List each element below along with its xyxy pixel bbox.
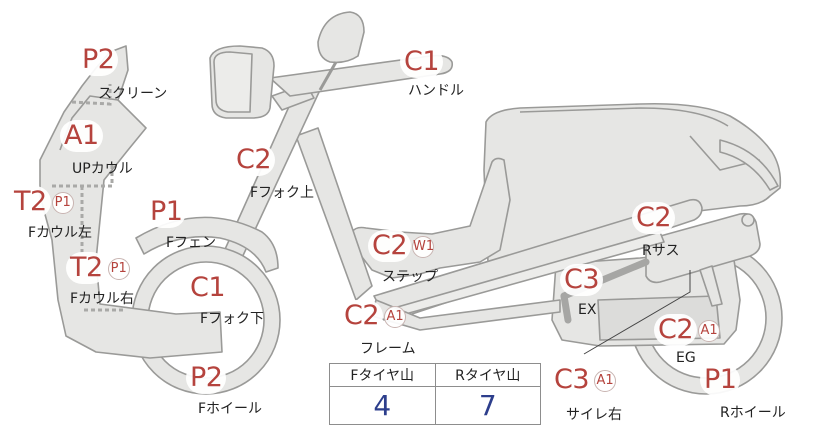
front-tread-header: Fタイヤ山 [329, 362, 436, 388]
step-grade-code: C2 [368, 230, 412, 262]
screen-part-name: スクリーン [98, 86, 168, 102]
f-wheel-grade: P2 [186, 362, 227, 394]
f-fork-upper-part-name: Fフォク上 [250, 185, 315, 201]
f-fork-lower-grade-code: C1 [186, 272, 230, 304]
f-fender-part-name: Fフェン [166, 235, 217, 251]
f-fork-upper-grade-code: C2 [232, 144, 276, 176]
r-sus-grade-code: C2 [632, 202, 676, 234]
exhaust-part-name: EX [578, 302, 597, 318]
engine-leader-line [583, 270, 691, 355]
handle-part-name: ハンドル [408, 83, 464, 99]
down-tube-shape [295, 127, 373, 301]
rear-tread-header: Rタイヤ山 [434, 362, 541, 388]
r-sus-part-name: Rサス [642, 243, 680, 259]
f-fork-lower-grade: C1 [186, 272, 230, 304]
silencer-right-grade-code: C3 [550, 364, 594, 396]
f-fork-upper-grade: C2 [232, 144, 276, 176]
r-wheel-grade: P1 [700, 364, 741, 396]
exhaust-grade: C3 [560, 264, 604, 296]
r-sus-grade: C2 [632, 202, 676, 234]
up-cowl-grade: A1 [60, 120, 103, 152]
step-sub-grade-code: W1 [412, 236, 434, 258]
f-fender-grade: P1 [146, 196, 187, 228]
r-wheel-grade-code: P1 [700, 364, 741, 396]
f-cowl-left-sub-grade-code: P1 [51, 192, 74, 214]
mirror-shape [317, 11, 365, 64]
f-cowl-right-sub-grade-code: P1 [107, 258, 130, 280]
screen-grade: P2 [78, 44, 119, 76]
f-cowl-left-part-name: Fカウル左 [28, 225, 93, 241]
f-fender-grade-code: P1 [146, 196, 187, 228]
f-fork-lower-part-name: Fフォク下 [200, 311, 265, 327]
exhaust-grade-code: C3 [560, 264, 604, 296]
rear-body-shape [483, 102, 782, 263]
engine-part-name: EG [676, 350, 696, 366]
handle-grade: C1 [400, 46, 444, 78]
silencer-right-sub-grade-code: A1 [594, 370, 617, 392]
front-tread-value: 4 [329, 386, 436, 425]
r-wheel-part-name: Rホイール [720, 405, 786, 421]
engine-grade-code: C2 [654, 314, 698, 346]
f-wheel-part-name: Fホイール [198, 401, 263, 417]
rear-tread-value: 7 [434, 386, 541, 425]
f-cowl-right-grade-code: T2 [66, 252, 107, 284]
f-cowl-right-part-name: Fカウル右 [70, 291, 135, 307]
frame-part-name: フレーム [360, 341, 416, 357]
front-fender-shape [135, 216, 279, 273]
frame-grade-code: C2 [340, 300, 384, 332]
frame-sub-grade-code: A1 [384, 306, 407, 328]
step-part-name: ステップ [382, 269, 438, 285]
f-wheel-grade-code: P2 [186, 362, 227, 394]
handle-grade-code: C1 [400, 46, 444, 78]
up-cowl-part-name: UPカウル [72, 161, 133, 177]
f-cowl-left-grade-code: T2 [10, 186, 51, 218]
engine-sub-grade-code: A1 [698, 320, 721, 342]
up-cowl-grade-code: A1 [60, 120, 103, 152]
silencer-right-part-name: サイレ右 [566, 407, 622, 423]
screen-grade-code: P2 [78, 44, 119, 76]
tire-tread-table: Fタイヤ山 Rタイヤ山 4 7 [329, 362, 541, 425]
